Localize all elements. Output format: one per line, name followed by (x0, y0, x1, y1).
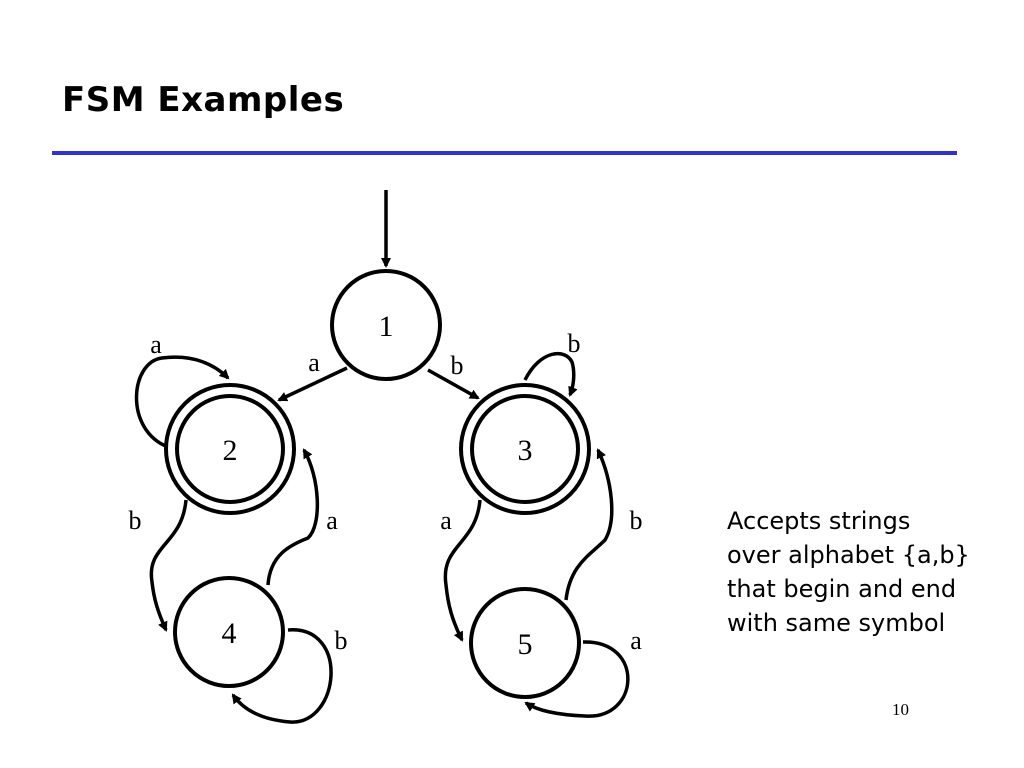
label-edge-5-3: b (630, 506, 643, 535)
label-edge-4-4: b (335, 626, 348, 655)
label-edge-2-4: b (129, 506, 142, 535)
edge-3-3 (523, 352, 578, 397)
label-edge-5-5: a (630, 626, 642, 655)
note-line: that begin and end (727, 575, 957, 603)
state-5: 5 (469, 587, 581, 699)
edge-1-2 (277, 366, 348, 402)
edge-1-3 (427, 368, 480, 400)
label-edge-1-3: b (451, 351, 464, 380)
label-edge-1-2: a (308, 348, 320, 377)
page-number: 10 (892, 700, 909, 719)
slide-title: FSM Examples (62, 80, 345, 120)
state-4-label: 4 (222, 617, 237, 650)
state-2: 2 (164, 383, 296, 515)
label-edge-4-2: a (326, 506, 338, 535)
label-edge-3-5: a (440, 506, 452, 535)
acceptance-note: Accepts strings over alphabet {a,b} that… (727, 504, 970, 640)
edge-3-5 (443, 499, 482, 642)
edge-5-5 (524, 640, 630, 718)
state-3: 3 (459, 383, 591, 515)
edge-4-4 (231, 628, 333, 724)
edge-2-2 (134, 355, 230, 449)
edge-5-3 (564, 448, 614, 601)
state-3-label: 3 (518, 434, 533, 467)
state-4: 4 (173, 576, 285, 688)
title-rule (52, 151, 957, 155)
note-line: with same symbol (727, 609, 946, 637)
state-1: 1 (330, 269, 442, 381)
state-2-label: 2 (223, 434, 238, 467)
edge-4-2 (266, 448, 319, 586)
edge-2-4 (149, 499, 188, 632)
state-1-label: 1 (379, 310, 394, 343)
label-edge-2-2: a (150, 330, 162, 359)
label-edge-3-3: b (568, 329, 581, 358)
note-line: over alphabet {a,b} (727, 541, 970, 569)
state-5-label: 5 (518, 628, 533, 661)
note-line: Accepts strings (727, 507, 911, 535)
